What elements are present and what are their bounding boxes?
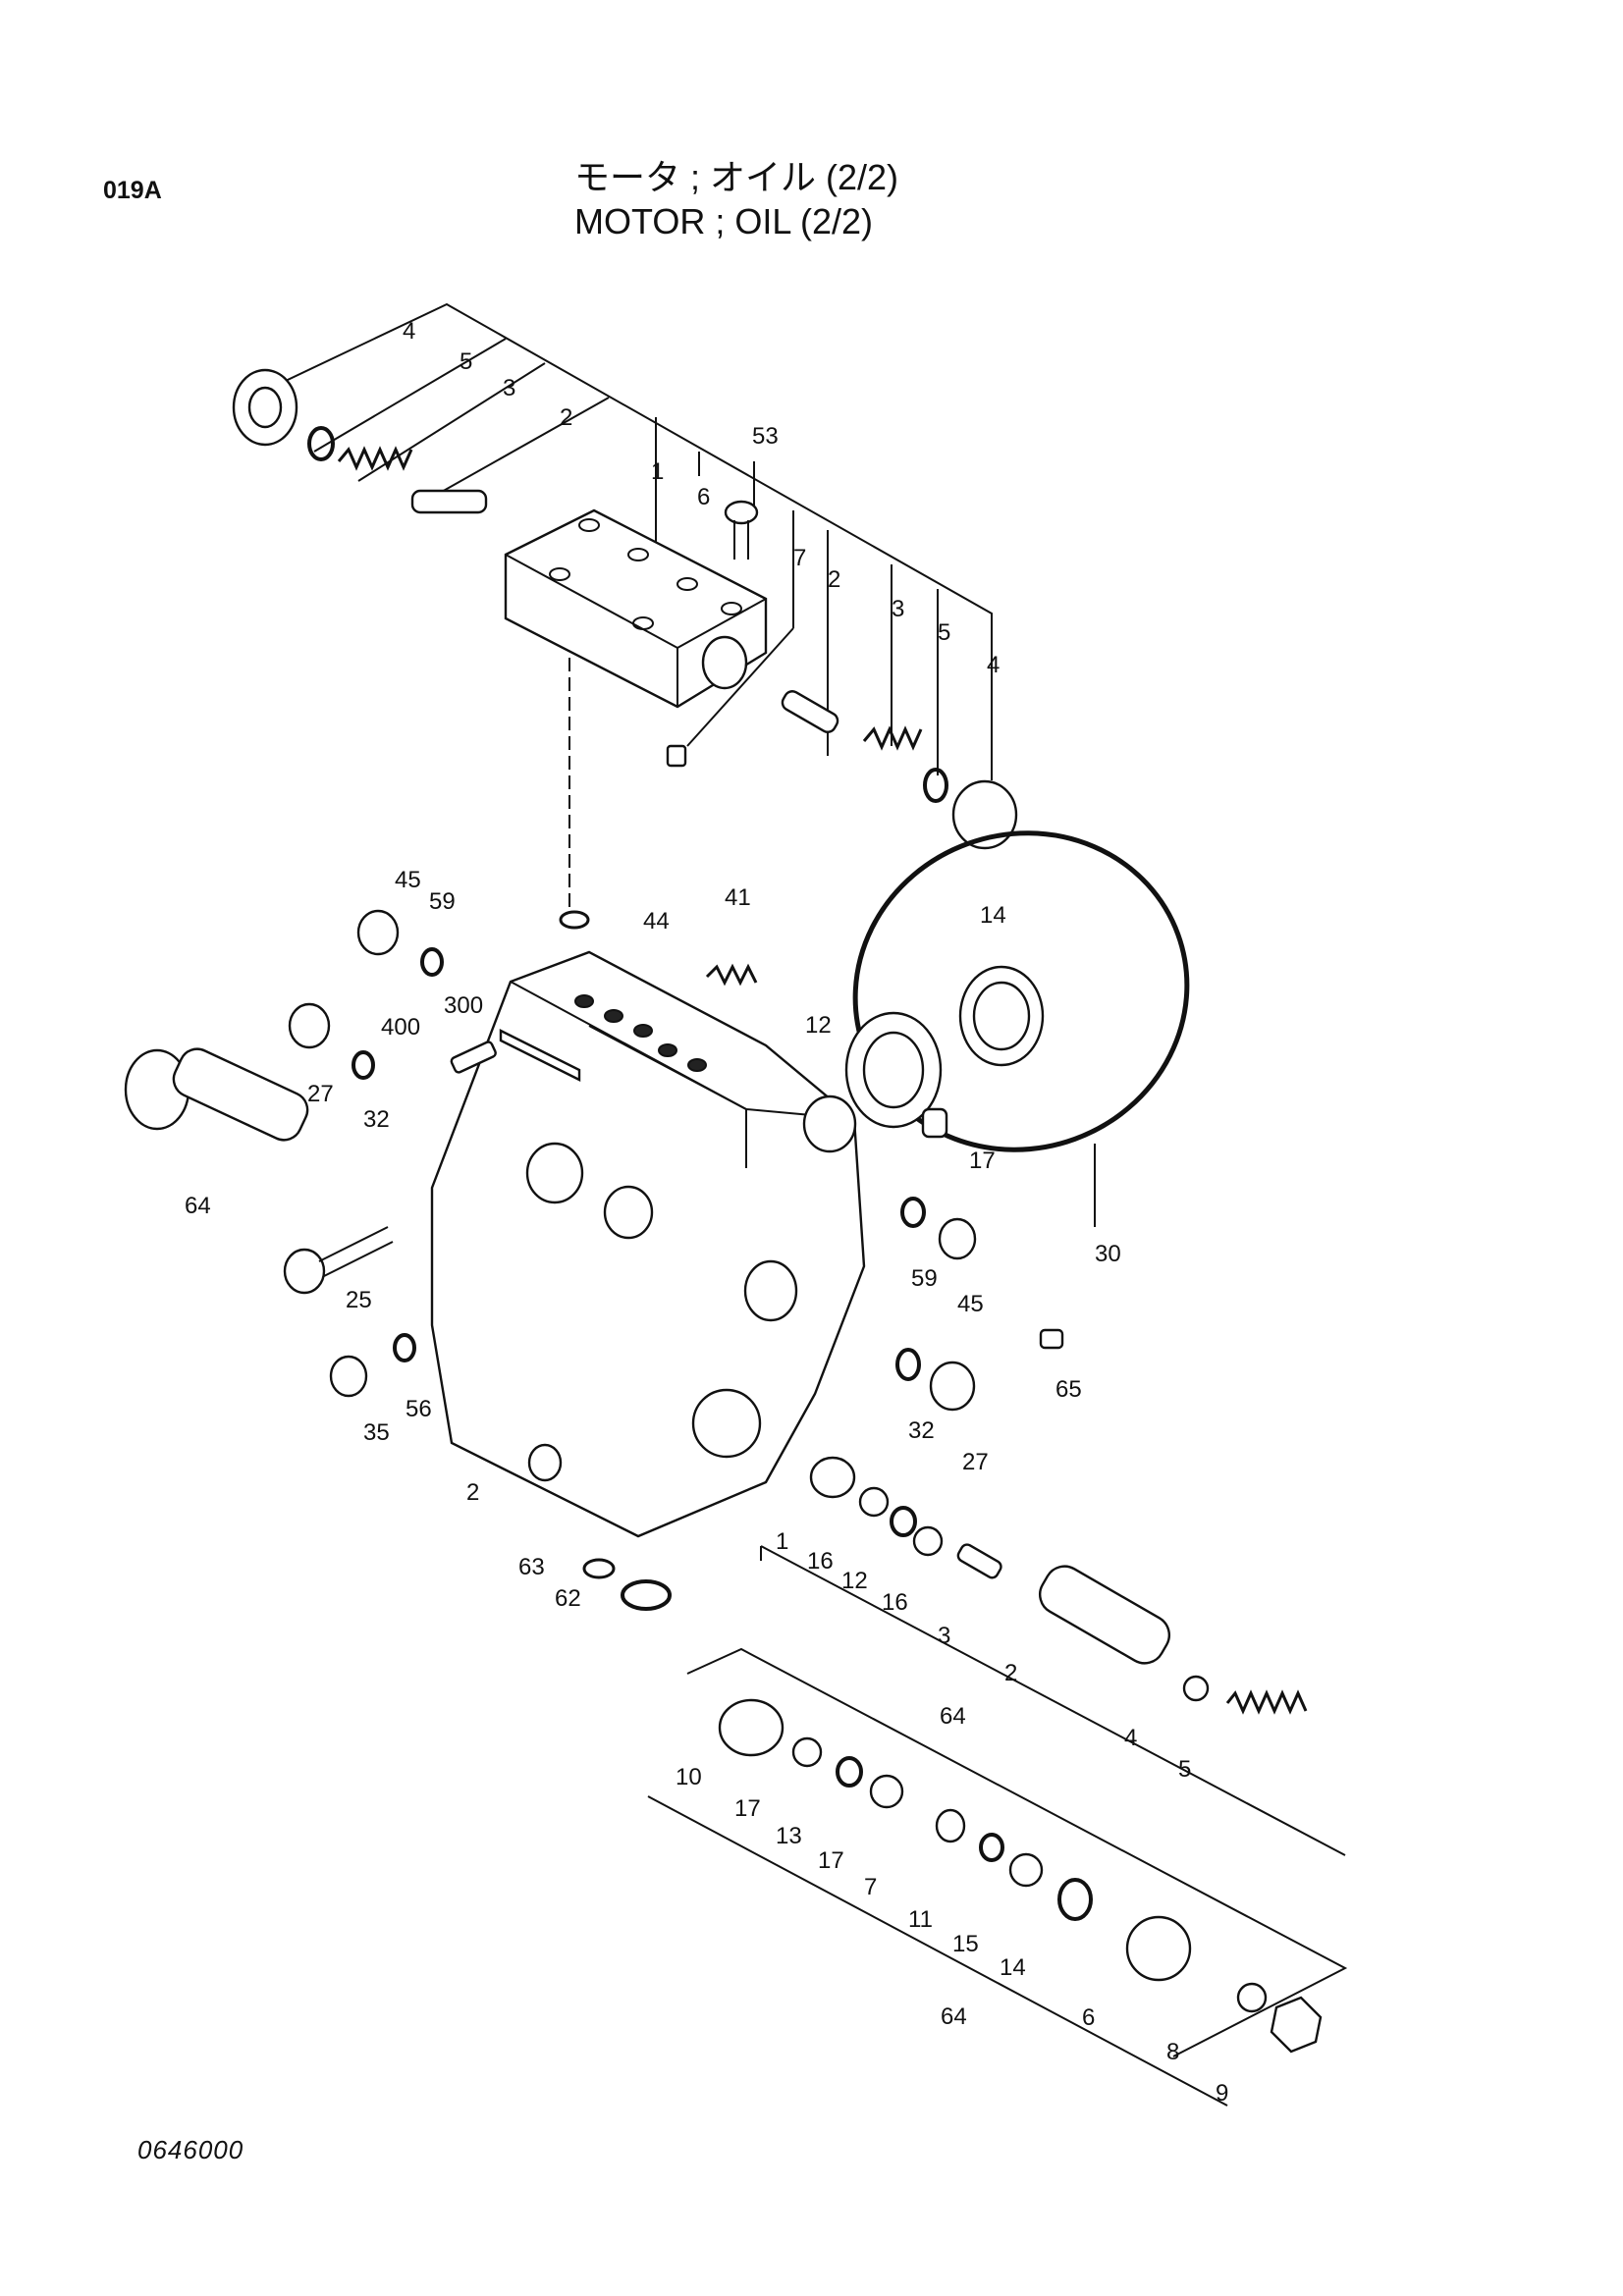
part-callout: 45 xyxy=(395,867,421,893)
part-callout: 64 xyxy=(940,1703,966,1730)
part-callout: 1 xyxy=(651,458,664,485)
part-callout: 5 xyxy=(1178,1756,1191,1783)
bearing-ring xyxy=(958,965,1045,1067)
part-callout: 15 xyxy=(952,1931,979,1957)
part-callout: 17 xyxy=(818,1847,844,1874)
part-callout: 32 xyxy=(363,1106,390,1133)
part-callout: 30 xyxy=(1095,1241,1121,1267)
part-callout: 17 xyxy=(734,1795,761,1822)
part-callout: 11 xyxy=(908,1906,933,1933)
part-callout: 13 xyxy=(776,1823,802,1849)
top-valve-group xyxy=(232,302,1018,913)
part-callout: 2 xyxy=(466,1479,479,1506)
part-callout: 4 xyxy=(1124,1725,1137,1751)
page-code: 019A xyxy=(103,177,162,204)
part-callout: 7 xyxy=(864,1874,877,1900)
part-callout: 12 xyxy=(841,1568,868,1594)
part-callout: 32 xyxy=(908,1417,935,1444)
part-callout: 5 xyxy=(938,619,950,646)
title-japanese: モータ ; オイル (2/2) xyxy=(574,157,899,197)
part-callout: 63 xyxy=(518,1554,545,1580)
part-callout: 3 xyxy=(938,1623,950,1649)
part-callout: 62 xyxy=(555,1585,581,1612)
main-casing xyxy=(430,950,866,1538)
part-callout: 25 xyxy=(346,1287,372,1313)
part-callout: 7 xyxy=(793,545,806,571)
part-callout: 41 xyxy=(725,884,751,911)
part-callout: 53 xyxy=(752,423,779,450)
part-callout: 27 xyxy=(307,1081,334,1107)
part-callout: 5 xyxy=(460,348,472,375)
footer-code: 0646000 xyxy=(137,2135,244,2164)
part-callout: 9 xyxy=(1216,2080,1228,2107)
part-callout: 1 xyxy=(776,1528,788,1555)
lower-valve-chain xyxy=(647,1456,1348,2107)
part-callout: 8 xyxy=(1166,2039,1179,2065)
part-callout: 3 xyxy=(892,596,904,622)
part-callout: 44 xyxy=(643,908,670,934)
part-callout: 400 xyxy=(381,1014,420,1041)
part-callout: 16 xyxy=(807,1548,834,1575)
part-callout: 2 xyxy=(560,404,572,431)
part-callout: 17 xyxy=(969,1148,996,1174)
part-callout: 10 xyxy=(676,1764,702,1790)
part-callout: 16 xyxy=(882,1589,908,1616)
part-callout: 300 xyxy=(444,992,483,1019)
left-side-parts xyxy=(124,909,758,1398)
part-callout: 6 xyxy=(1082,2004,1095,2031)
part-callout: 4 xyxy=(987,652,1000,678)
part-callout: 6 xyxy=(697,484,710,510)
part-callout: 64 xyxy=(941,2003,967,2030)
part-callout: 59 xyxy=(429,888,456,915)
part-callout: 3 xyxy=(503,375,515,401)
needle-bearing xyxy=(844,1011,943,1129)
part-callout: 2 xyxy=(828,566,840,593)
part-callout: 14 xyxy=(1000,1954,1026,1981)
part-callout: 59 xyxy=(911,1265,938,1292)
part-callout: 4 xyxy=(403,318,415,345)
part-callout: 27 xyxy=(962,1449,989,1475)
part-callout: 64 xyxy=(185,1193,211,1219)
part-callout: 65 xyxy=(1055,1376,1082,1403)
part-callout: 12 xyxy=(805,1012,832,1039)
part-callout: 14 xyxy=(980,902,1006,929)
part-callout: 45 xyxy=(957,1291,984,1317)
part-callout: 2 xyxy=(1004,1660,1017,1686)
right-side-parts xyxy=(582,1107,1064,1611)
part-callout: 56 xyxy=(406,1396,432,1422)
title-english: MOTOR ; OIL (2/2) xyxy=(574,201,874,241)
part-callout: 35 xyxy=(363,1419,390,1446)
